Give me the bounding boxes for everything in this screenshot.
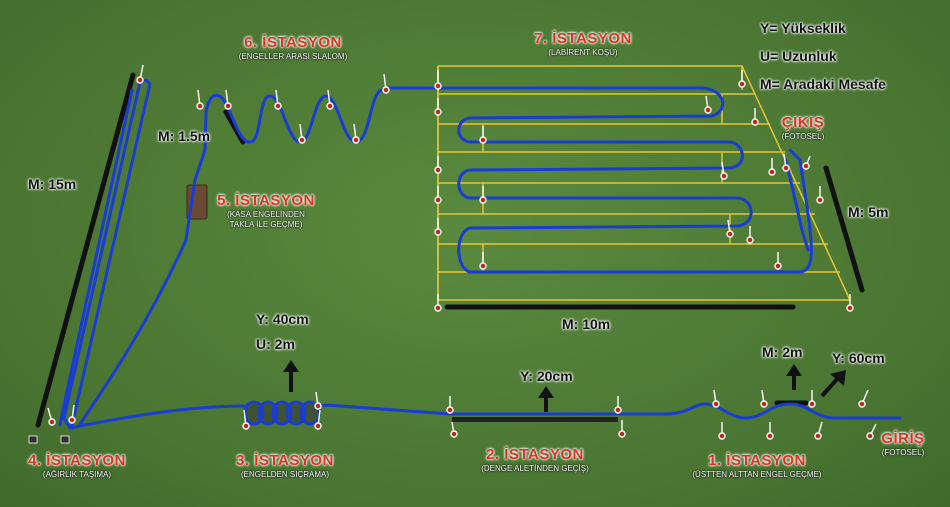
station-3-subtitle: (ENGELDEN SIÇRAMA) <box>240 470 329 479</box>
measure-label-y20: Y: 20cm <box>520 368 573 384</box>
station-7-title: 7. İSTASYON <box>534 30 632 47</box>
station-3-title: 3. İSTASYON <box>236 452 334 469</box>
station-5-subtitle: (KASA ENGELİNDEN <box>227 210 305 219</box>
measure-label-10m: M: 10m <box>562 316 611 332</box>
legend-y: Y= Yükseklik <box>760 20 846 36</box>
station-5-subtitle-2: TAKLA İLE GEÇME) <box>229 220 303 229</box>
station-5-title: 5. İSTASYON <box>217 192 315 209</box>
station-6-subtitle: (ENGELLER ARASI SLALOM) <box>238 52 348 61</box>
station-2-label: 2. İSTASYON (DENGE ALETİNDEN GEÇİŞ) <box>460 446 610 473</box>
legend-u: U= Uzunluk <box>760 48 837 64</box>
station-3-label: 3. İSTASYON (ENGELDEN SIÇRAMA) <box>220 452 350 479</box>
balance-beam <box>452 417 618 422</box>
measure-label-m2: M: 2m <box>762 344 803 360</box>
station-7-subtitle: (LABİRENT KOŞU) <box>548 48 618 57</box>
measure-label-u2: U: 2m <box>256 336 295 352</box>
measure-label-y40: Y: 40cm <box>256 311 309 327</box>
station-2-title: 2. İSTASYON <box>486 446 584 463</box>
exit-subtitle: (FOTOSEL) <box>781 132 825 141</box>
station-2-subtitle: (DENGE ALETİNDEN GEÇİŞ) <box>481 464 589 473</box>
station-1-subtitle: (ÜSTTEN ALTTAN ENGEL GEÇME) <box>692 470 822 479</box>
station-5-label: 5. İSTASYON (KASA ENGELİNDEN TAKLA İLE G… <box>206 192 326 229</box>
station-1-title: 1. İSTASYON <box>708 452 806 469</box>
station-4-label: 4. İSTASYON (AĞIRLIK TAŞIMA) <box>12 452 142 479</box>
entry-title: GİRİŞ <box>881 430 925 447</box>
measure-label-1-5m: M: 1.5m <box>158 128 211 144</box>
station-4-title: 4. İSTASYON <box>28 452 126 469</box>
station-6-label: 6. İSTASYON (ENGELLER ARASI SLALOM) <box>228 34 358 61</box>
measure-bar-1-5m <box>223 109 246 145</box>
arrows <box>283 360 846 412</box>
station-6-title: 6. İSTASYON <box>244 34 342 51</box>
exit-label: ÇIKIŞ (FOTOSEL) <box>768 114 838 141</box>
station-1-label: 1. İSTASYON (ÜSTTEN ALTTAN ENGEL GEÇME) <box>672 452 842 479</box>
weight-right <box>60 435 70 444</box>
measure-bar-5m <box>823 165 865 293</box>
hurdle-coils <box>243 400 321 426</box>
station-7-label: 7. İSTASYON (LABİRENT KOŞU) <box>518 30 648 57</box>
entry-subtitle: (FOTOSEL) <box>881 448 925 457</box>
cones <box>47 64 877 440</box>
measure-label-15m: M: 15m <box>28 176 77 192</box>
entry-label: GİRİŞ (FOTOSEL) <box>868 430 938 457</box>
station-4-subtitle: (AĞIRLIK TAŞIMA) <box>42 470 112 479</box>
labyrinth-frame <box>437 65 852 301</box>
measure-label-5m: M: 5m <box>848 204 889 220</box>
exit-title: ÇIKIŞ <box>781 114 825 131</box>
weight-left <box>28 435 38 444</box>
measure-label-y60: Y: 60cm <box>832 350 885 366</box>
legend-m: M= Aradaki Mesafe <box>760 76 886 92</box>
measure-bar-15m <box>35 72 136 428</box>
